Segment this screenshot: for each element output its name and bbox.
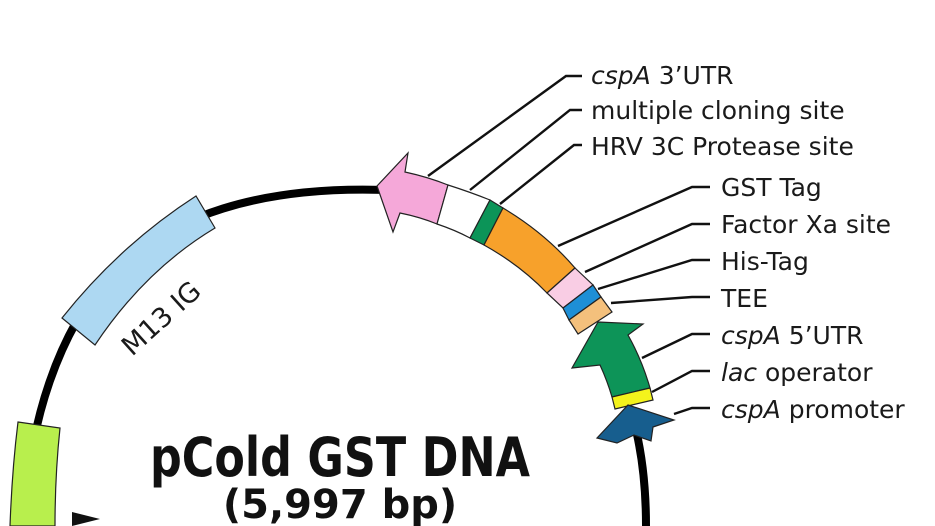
backbone-right — [632, 429, 650, 526]
leader-line — [427, 74, 582, 177]
leader-line — [673, 406, 710, 416]
label-gst-tag: GST Tag — [721, 173, 822, 202]
leader-line — [641, 332, 710, 360]
label-factor-xa: Factor Xa site — [721, 210, 891, 239]
plasmid-title: pCold GST DNA — [150, 426, 530, 489]
label-his-tag: His-Tag — [721, 247, 809, 276]
feature-tee — [568, 296, 613, 335]
leader-line — [651, 369, 710, 394]
feature-cspA-3utr — [376, 151, 449, 234]
label-lac-operator: lac operator — [721, 358, 873, 387]
label-cspA-5utr: cspA 5’UTR — [721, 321, 864, 350]
label-mcs: multiple cloning site — [591, 96, 845, 125]
feature-cspA-5utr — [570, 321, 651, 398]
leader-line — [597, 258, 710, 291]
feature-m13-ig — [61, 195, 216, 346]
feature-cspA-promoter — [595, 404, 676, 444]
label-tee: TEE — [720, 284, 768, 313]
leader-line — [499, 143, 582, 205]
label-hrv3c: HRV 3C Protease site — [591, 132, 854, 161]
leader-line — [469, 108, 582, 191]
leader-line — [557, 185, 710, 248]
bottom-arrow-icon — [72, 512, 100, 526]
leader-line — [610, 295, 710, 305]
plasmid-size: (5,997 bp) — [223, 482, 457, 526]
label-cspA-3utr: cspA 3’UTR — [591, 61, 734, 90]
leader-line — [584, 222, 710, 274]
feature-lime — [9, 421, 61, 526]
feature-lac-operator — [611, 387, 654, 410]
label-cspA-promoter: cspA promoter — [721, 395, 905, 424]
